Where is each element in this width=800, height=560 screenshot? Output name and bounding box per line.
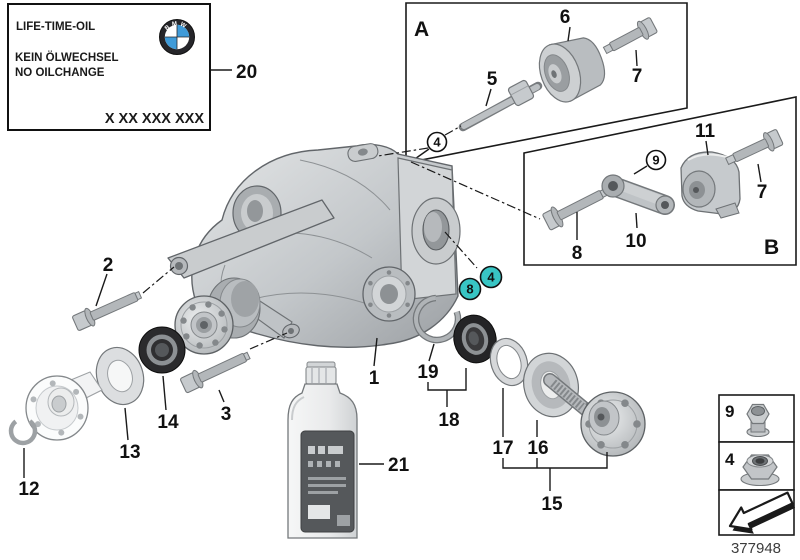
callout-21[interactable]: 21 <box>388 455 410 476</box>
bolt-8 <box>542 188 609 231</box>
svg-text:9: 9 <box>652 153 659 168</box>
ring-17 <box>489 337 529 387</box>
direction-arrow-icon <box>728 491 795 534</box>
snap-ring-12 <box>8 416 38 446</box>
inset-b: B <box>523 96 797 266</box>
sticker-title: LIFE-TIME-OIL <box>16 21 95 33</box>
inset-a-label: A <box>414 18 429 41</box>
callout-17[interactable]: 17 <box>492 438 513 459</box>
sticker-line-de: KEIN ÖLWECHSEL <box>15 51 119 64</box>
bracket-10 <box>601 174 675 215</box>
bolt-7a <box>602 17 658 55</box>
bolt-7b <box>725 129 784 166</box>
rear-bearing-ring <box>362 266 416 322</box>
stud-pin-5 <box>458 79 543 132</box>
roundel-quadrant-sw <box>164 37 177 50</box>
mount-11 <box>680 151 741 219</box>
svg-text:4: 4 <box>433 135 441 150</box>
svg-text:8: 8 <box>466 282 473 297</box>
inset-b-label: B <box>764 236 779 259</box>
callout-15[interactable]: 15 <box>541 494 563 515</box>
callout-2[interactable]: 2 <box>103 255 114 276</box>
dust-washer-13 <box>95 346 145 406</box>
callout-6[interactable]: 6 <box>560 7 571 28</box>
doc-number: 377948 <box>731 540 781 557</box>
companion-flange <box>174 295 234 355</box>
top-lug <box>347 143 379 162</box>
snap-ring-19 <box>412 294 462 344</box>
legend-nut-9: 9 <box>718 394 795 443</box>
legend-9-label: 9 <box>725 402 734 421</box>
oil-sticker: LIFE-TIME-OIL KEIN ÖLWECHSEL NO OILCHANG… <box>7 3 257 131</box>
oil-bottle <box>287 361 358 539</box>
vibration-damper-6 <box>538 37 606 103</box>
callout-19[interactable]: 19 <box>417 362 438 383</box>
differential-housing <box>167 143 461 355</box>
inset-a: A 6 5 7 <box>405 2 688 164</box>
callout-7a[interactable]: 7 <box>632 66 643 87</box>
legend-4-label: 4 <box>725 450 735 469</box>
flange-nut-4-icon <box>740 454 780 487</box>
assembly-leader-lines <box>142 147 541 350</box>
callout-11[interactable]: 11 <box>695 121 716 142</box>
output-shaft-flange-15 <box>543 373 646 457</box>
callout-1[interactable]: 1 <box>369 368 380 389</box>
main-callouts: 1 2 3 12 13 14 21 19 18 17 16 15 <box>18 255 608 515</box>
callout-13[interactable]: 13 <box>119 442 140 463</box>
output-seal-18 <box>453 314 497 364</box>
sticker-line-en: NO OILCHANGE <box>15 67 105 79</box>
roundel-quadrant-ne <box>177 24 190 37</box>
svg-text:BMW: BMW <box>164 21 189 32</box>
bmw-roundel-logo: BMW <box>159 19 195 55</box>
callout-9-circled[interactable]: 9 <box>645 149 667 171</box>
callout-4-circled[interactable]: 4 <box>426 131 448 153</box>
shaft-seal-14 <box>138 326 186 374</box>
callout-14[interactable]: 14 <box>157 412 179 433</box>
bolt-2 <box>72 290 143 331</box>
callout-8-highlighted[interactable]: 8 <box>458 277 482 301</box>
legend-direction <box>718 489 795 536</box>
bolt-3 <box>180 351 251 394</box>
callout-5[interactable]: 5 <box>487 69 498 90</box>
callout-4-highlighted[interactable]: 4 <box>479 265 503 289</box>
callout-10[interactable]: 10 <box>625 231 646 252</box>
callout-7b[interactable]: 7 <box>757 182 768 203</box>
callout-16[interactable]: 16 <box>527 438 548 459</box>
callout-12[interactable]: 12 <box>18 479 39 500</box>
sticker-part-code: X XX XXX XXX <box>105 111 204 127</box>
inset-a-frame <box>405 2 688 164</box>
callout-3[interactable]: 3 <box>221 404 232 425</box>
flange-nut-9-icon <box>746 403 770 438</box>
roundel-letters: BMW <box>164 21 186 32</box>
inset-b-frame <box>523 96 797 266</box>
callout-18[interactable]: 18 <box>438 410 459 431</box>
svg-text:4: 4 <box>487 270 495 285</box>
callout-8[interactable]: 8 <box>572 243 583 264</box>
drive-flange <box>25 371 103 441</box>
bottle-label <box>300 430 355 533</box>
callout-20[interactable]: 20 <box>236 62 257 83</box>
legend-nut-4: 4 <box>718 441 795 491</box>
